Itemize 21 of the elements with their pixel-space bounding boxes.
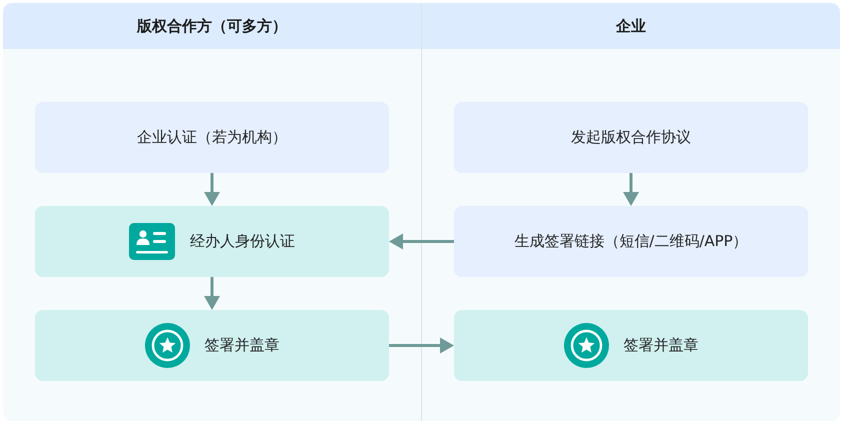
process-box <box>35 102 389 173</box>
step-label: 签署并盖章 <box>204 336 280 355</box>
step-label: 发起版权合作协议 <box>571 128 691 147</box>
arrow <box>204 173 220 206</box>
arrow <box>389 234 454 250</box>
process-box <box>454 206 808 277</box>
step-label: 企业认证（若为机构） <box>137 128 287 147</box>
process-box <box>454 310 808 381</box>
step-label: 签署并盖章 <box>624 336 698 355</box>
arrow <box>623 173 639 206</box>
process-box <box>35 206 389 277</box>
process-box <box>35 310 389 381</box>
swimlane <box>422 3 840 421</box>
lane-header: 企业 <box>422 3 840 49</box>
step-label: 生成签署链接（短信/二维码/APP） <box>514 232 748 251</box>
arrow <box>389 338 454 354</box>
arrow <box>204 277 220 310</box>
swimlane <box>3 3 422 421</box>
step-label: 经办人身份认证 <box>190 232 295 251</box>
lane-header: 版权合作方（可多方） <box>3 3 421 49</box>
process-box <box>454 102 808 173</box>
